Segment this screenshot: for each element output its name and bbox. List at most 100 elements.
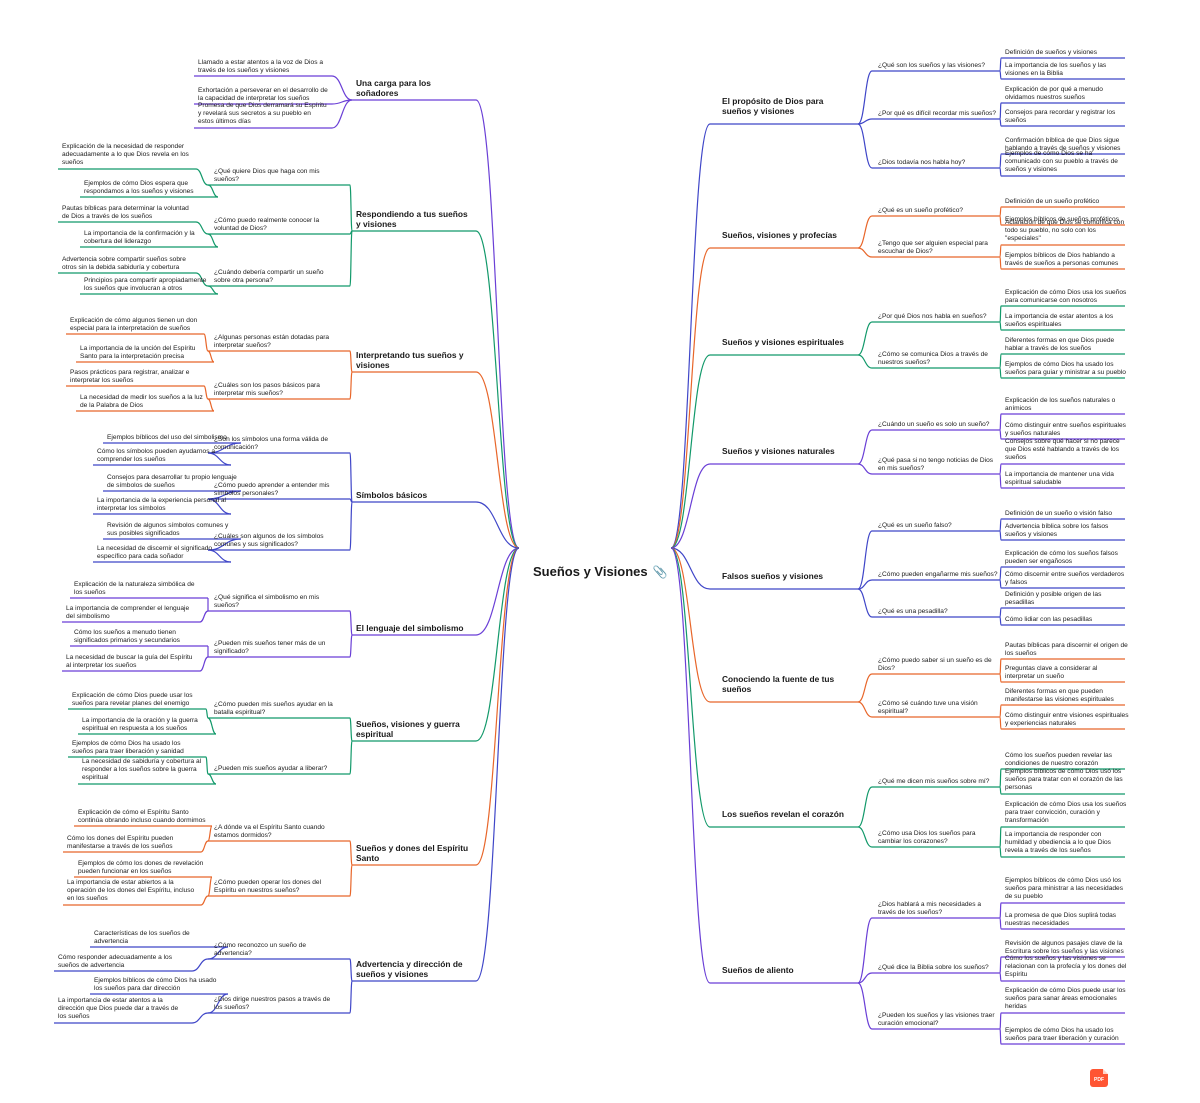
leaf-left-1-1[interactable]: Llamado a estar atentos a la voz de Dios… — [198, 59, 323, 75]
leaf-right-7-2-2[interactable]: La importancia de responder con humildad… — [1005, 831, 1111, 855]
leaf-left-4-1-1[interactable]: Ejemplos bíblicos del uso del simbolismo — [107, 434, 227, 441]
subtopic-right-7-2[interactable]: ¿Cómo usa Dios los sueños para cambiar l… — [878, 830, 976, 846]
subtopic-left-6-1[interactable]: ¿Cómo pueden mis sueños ayudar en la bat… — [214, 701, 333, 717]
subtopic-right-5-2[interactable]: ¿Cómo pueden engañarme mis sueños? — [878, 571, 998, 578]
leaf-right-1-2-1[interactable]: Explicación de por qué a menudo olvidamo… — [1005, 86, 1103, 102]
subtopic-left-7-1[interactable]: ¿A dónde va el Espíritu Santo cuando est… — [214, 824, 325, 840]
subtopic-right-1-2[interactable]: ¿Por qué es difícil recordar mis sueños? — [878, 110, 997, 117]
leaf-right-5-1-2[interactable]: Advertencia bíblica sobre los falsos sue… — [1005, 523, 1109, 539]
subtopic-right-8-3[interactable]: ¿Pueden los sueños y las visiones traer … — [878, 1012, 995, 1028]
leaf-right-5-1-1[interactable]: Definición de un sueño o visión falso — [1005, 510, 1113, 517]
leaf-left-2-2-1[interactable]: Pautas bíblicas para determinar la volun… — [62, 205, 189, 221]
leaf-right-3-1-1[interactable]: Explicación de cómo Dios usa los sueños … — [1005, 289, 1127, 305]
subtopic-left-2-3[interactable]: ¿Cuándo debería compartir un sueño sobre… — [214, 269, 324, 285]
subtopic-right-8-1[interactable]: ¿Dios hablará a mis necesidades a través… — [878, 901, 981, 917]
leaf-right-8-3-2[interactable]: Ejemplos de cómo Dios ha usado los sueño… — [1005, 1027, 1119, 1043]
leaf-left-8-1-2[interactable]: Cómo responder adecuadamente a los sueño… — [58, 954, 172, 970]
leaf-right-6-1-1[interactable]: Pautas bíblicas para discernir el origen… — [1005, 642, 1128, 658]
leaf-right-5-3-1[interactable]: Definición y posible origen de las pesad… — [1005, 591, 1102, 607]
leaf-right-3-2-2[interactable]: Ejemplos de cómo Dios ha usado los sueño… — [1005, 361, 1126, 377]
leaf-right-6-2-2[interactable]: Cómo distinguir entre visiones espiritua… — [1005, 712, 1129, 728]
leaf-right-8-1-2[interactable]: La promesa de que Dios suplirá todas nue… — [1005, 912, 1117, 928]
leaf-right-8-3-1[interactable]: Explicación de cómo Dios puede usar los … — [1005, 987, 1126, 1011]
leaf-left-4-3-2[interactable]: La necesidad de discernir el significado… — [97, 545, 213, 561]
subtopic-left-4-1[interactable]: ¿Son los símbolos una forma válida de co… — [214, 436, 328, 452]
subtopic-left-7-2[interactable]: ¿Cómo pueden operar los dones del Espíri… — [214, 879, 322, 895]
leaf-right-5-2-2[interactable]: Cómo discernir entre sueños verdaderos y… — [1005, 571, 1125, 587]
leaf-left-1-3[interactable]: Promesa de que Dios derramará su Espírit… — [198, 102, 327, 126]
subtopic-right-3-2[interactable]: ¿Cómo se comunica Dios a través de nuest… — [878, 351, 988, 367]
subtopic-left-4-3[interactable]: ¿Cuáles son algunos de los símbolos comu… — [214, 533, 324, 549]
leaf-right-1-3-1[interactable]: Confirmación bíblica de que Dios sigue h… — [1005, 137, 1121, 153]
leaf-right-5-2-1[interactable]: Explicación de cómo los sueños falsos pu… — [1005, 550, 1118, 566]
leaf-left-5-1-1[interactable]: Explicación de la naturaleza simbólica d… — [74, 581, 195, 597]
leaf-left-4-2-1[interactable]: Consejos para desarrollar tu propio leng… — [107, 474, 237, 490]
branch-left-4[interactable]: Símbolos básicos — [356, 490, 428, 500]
branch-right-7[interactable]: Los sueños revelan el corazón — [722, 809, 844, 819]
subtopic-left-6-2[interactable]: ¿Pueden mis sueños ayudar a liberar? — [214, 765, 328, 772]
subtopic-right-5-3[interactable]: ¿Qué es una pesadilla? — [878, 608, 948, 615]
leaf-left-2-1-1[interactable]: Explicación de la necesidad de responder… — [62, 143, 189, 167]
branch-right-5[interactable]: Falsos sueños y visiones — [722, 571, 824, 581]
leaf-right-2-2-2[interactable]: Ejemplos bíblicos de Dios hablando a tra… — [1005, 252, 1119, 268]
leaf-left-5-1-2[interactable]: La importancia de comprender el lenguaje… — [66, 605, 190, 621]
branch-right-4[interactable]: Sueños y visiones naturales — [722, 446, 835, 456]
subtopic-left-2-1[interactable]: ¿Qué quiere Dios que haga con mis sueños… — [214, 168, 320, 184]
subtopic-right-6-2[interactable]: ¿Cómo sé cuándo tuve una visión espiritu… — [878, 700, 978, 716]
branch-right-1[interactable]: El propósito de Dios para sueños y visio… — [722, 96, 824, 116]
leaf-right-7-2-1[interactable]: Explicación de cómo Dios usa los sueños … — [1005, 801, 1127, 825]
pdf-file-icon[interactable]: PDF — [1090, 1069, 1108, 1087]
subtopic-left-3-2[interactable]: ¿Cuáles son los pasos básicos para inter… — [214, 382, 320, 398]
leaf-left-8-2-2[interactable]: La importancia de estar atentos a la dir… — [58, 997, 179, 1021]
leaf-left-7-2-2[interactable]: La importancia de estar abiertos a la op… — [67, 879, 195, 903]
subtopic-right-2-1[interactable]: ¿Qué es un sueño profético? — [878, 207, 964, 214]
subtopic-right-2-2[interactable]: ¿Tengo que ser alguien especial para esc… — [878, 240, 988, 256]
subtopic-left-2-2[interactable]: ¿Cómo puedo realmente conocer la volunta… — [214, 217, 320, 233]
leaf-left-5-2-1[interactable]: Cómo los sueños a menudo tienen signific… — [74, 629, 180, 645]
leaf-left-4-1-2[interactable]: Cómo los símbolos pueden ayudarnos a com… — [97, 448, 216, 464]
leaf-right-6-2-1[interactable]: Diferentes formas en que pueden manifest… — [1005, 688, 1114, 704]
leaf-right-4-1-2[interactable]: Cómo distinguir entre sueños espirituale… — [1005, 422, 1126, 438]
leaf-right-8-2-1[interactable]: Revisión de algunos pasajes clave de la … — [1005, 940, 1124, 956]
branch-right-8[interactable]: Sueños de aliento — [722, 965, 794, 975]
leaf-left-8-1-1[interactable]: Características de los sueños de adverte… — [94, 930, 190, 946]
branch-right-2[interactable]: Sueños, visiones y profecías — [722, 230, 837, 240]
subtopic-right-4-1[interactable]: ¿Cuándo un sueño es solo un sueño? — [878, 421, 990, 428]
subtopic-left-4-2[interactable]: ¿Cómo puedo aprender a entender mis símb… — [214, 482, 330, 498]
leaf-left-2-3-2[interactable]: Principios para compartir apropiadamente… — [84, 277, 207, 293]
leaf-left-5-2-2[interactable]: La necesidad de buscar la guía del Espír… — [66, 654, 193, 670]
leaf-left-7-2-1[interactable]: Ejemplos de cómo los dones de revelación… — [78, 860, 204, 876]
subtopic-right-5-1[interactable]: ¿Qué es un sueño falso? — [878, 522, 952, 529]
leaf-left-4-2-2[interactable]: La importancia de la experiencia persona… — [97, 497, 227, 513]
leaf-left-2-3-1[interactable]: Advertencia sobre compartir sueños sobre… — [62, 256, 186, 272]
leaf-left-3-1-1[interactable]: Explicación de cómo algunos tienen un do… — [70, 317, 198, 333]
leaf-left-3-2-2[interactable]: La necesidad de medir los sueños a la lu… — [80, 394, 203, 410]
branch-left-8[interactable]: Advertencia y dirección de sueños y visi… — [356, 959, 463, 979]
subtopic-right-1-3[interactable]: ¿Dios todavía nos habla hoy? — [878, 159, 966, 166]
leaf-right-6-1-2[interactable]: Preguntas clave a considerar al interpre… — [1005, 665, 1098, 681]
leaf-right-1-1-2[interactable]: La importancia de los sueños y las visio… — [1005, 62, 1107, 78]
leaf-right-7-1-2[interactable]: Ejemplos bíblicos de cómo Dios usó los s… — [1005, 768, 1123, 792]
leaf-right-3-1-2[interactable]: La importancia de estar atentos a los su… — [1005, 313, 1114, 329]
leaf-left-7-1-1[interactable]: Explicación de cómo el Espíritu Santo co… — [78, 809, 206, 825]
subtopic-right-3-1[interactable]: ¿Por qué Dios nos habla en sueños? — [878, 313, 987, 320]
subtopic-left-3-1[interactable]: ¿Algunas personas están dotadas para int… — [214, 334, 330, 350]
leaf-left-3-1-2[interactable]: La importancia de la unción del Espíritu… — [80, 345, 196, 361]
leaf-left-3-2-1[interactable]: Pasos prácticos para registrar, analizar… — [70, 369, 190, 385]
leaf-right-4-2-2[interactable]: La importancia de mantener una vida espi… — [1005, 471, 1114, 487]
leaf-right-8-2-2[interactable]: Cómo los sueños y las visiones se relaci… — [1005, 955, 1127, 979]
branch-left-7[interactable]: Sueños y dones del Espíritu Santo — [356, 843, 469, 863]
leaf-left-2-2-2[interactable]: La importancia de la confirmación y la c… — [84, 230, 195, 246]
leaf-right-2-2-1[interactable]: Aclaración de que Dios se comunica con t… — [1005, 219, 1125, 243]
subtopic-left-5-2[interactable]: ¿Pueden mis sueños tener más de un signi… — [214, 640, 326, 656]
branch-left-6[interactable]: Sueños, visiones y guerra espiritual — [356, 719, 460, 739]
leaf-left-4-3-1[interactable]: Revisión de algunos símbolos comunes y s… — [107, 522, 229, 538]
branch-left-1[interactable]: Una carga para los soñadores — [356, 78, 431, 98]
leaf-right-7-1-1[interactable]: Cómo los sueños pueden revelar las condi… — [1005, 752, 1113, 768]
leaf-right-3-2-1[interactable]: Diferentes formas en que Dios puede habl… — [1005, 337, 1115, 353]
leaf-right-4-2-1[interactable]: Consejos sobre qué hacer si no parece qu… — [1005, 438, 1120, 462]
branch-left-2[interactable]: Respondiendo a tus sueños y visiones — [356, 209, 468, 229]
branch-left-5[interactable]: El lenguaje del simbolismo — [356, 623, 464, 633]
leaf-right-1-1-1[interactable]: Definición de sueños y visiones — [1005, 49, 1097, 56]
branch-right-3[interactable]: Sueños y visiones espirituales — [722, 337, 844, 347]
